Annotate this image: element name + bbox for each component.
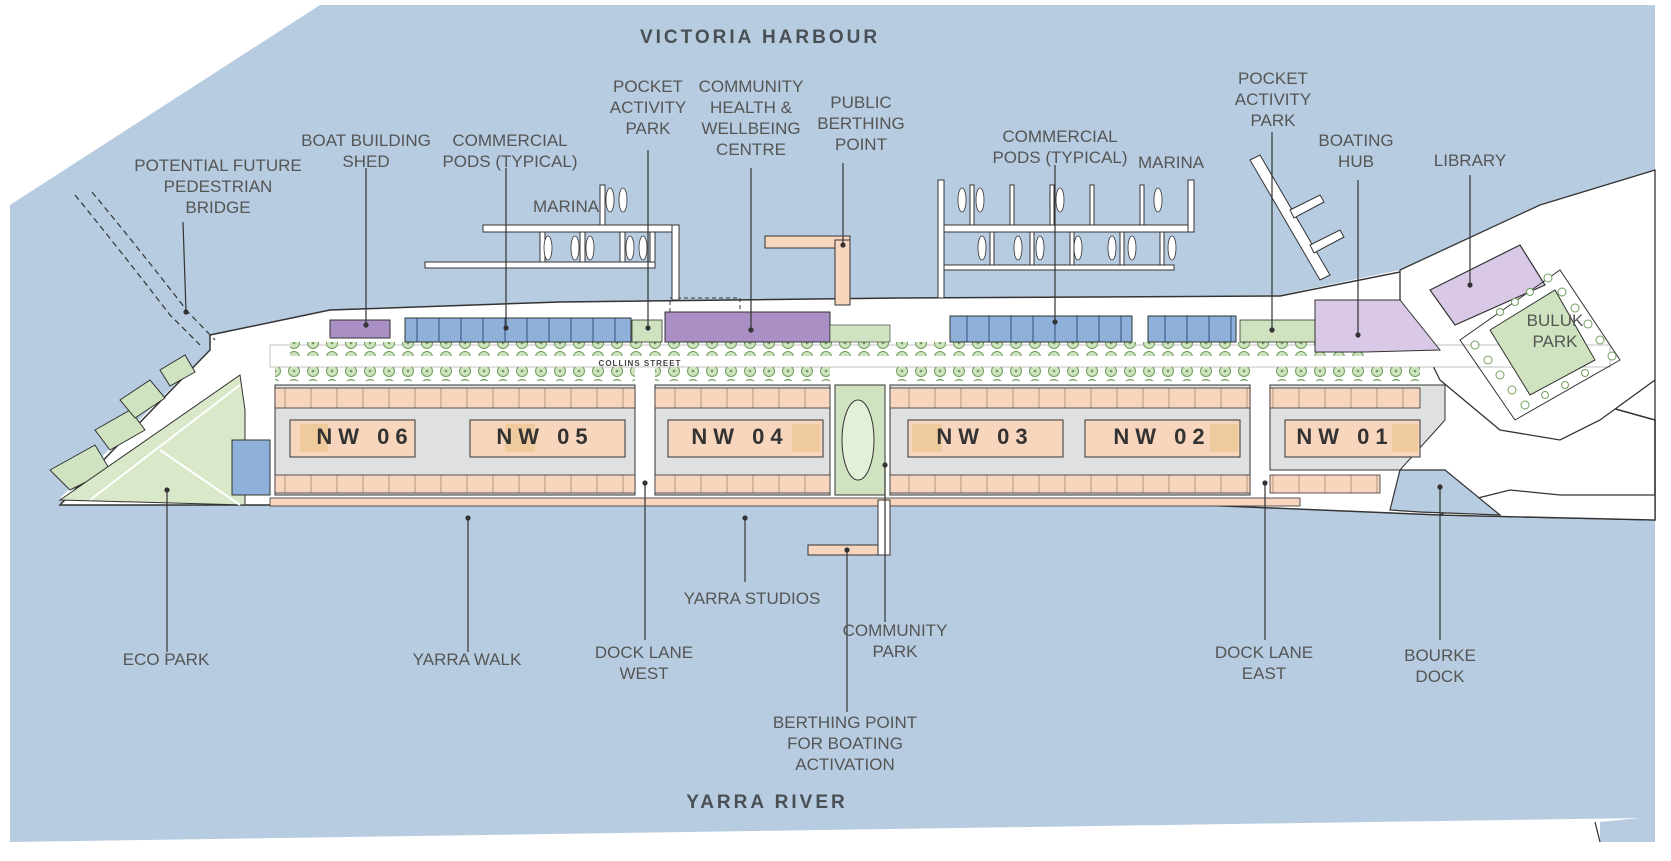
berthing-boating-label: BERTHING POINT FOR BOATING ACTIVATION bbox=[772, 713, 918, 774]
commercial-pods-east-b bbox=[1147, 315, 1237, 343]
public-berthing-ramp bbox=[834, 239, 851, 306]
health-centre-building bbox=[664, 311, 831, 343]
commercial-pods-east-label: COMMERCIAL PODS (TYPICAL) bbox=[992, 127, 1128, 167]
boating-activation-ramp bbox=[877, 499, 891, 556]
buluk-park-green bbox=[1489, 289, 1596, 396]
south-tree-row-d bbox=[1270, 367, 1420, 381]
boating-hub-label: BOATING HUB bbox=[1318, 131, 1394, 171]
south-tree-row-a bbox=[275, 367, 635, 381]
eco-park-pod bbox=[231, 439, 271, 496]
boating-hub-pier bbox=[1249, 154, 1345, 281]
community-park-label: COMMUNITY PARK bbox=[842, 621, 948, 661]
bourke-dock-water bbox=[1389, 469, 1502, 516]
yarra-river-label: YARRA RIVER bbox=[686, 792, 848, 813]
building-label-nw02: NW 02 bbox=[1113, 424, 1211, 449]
promenade-green bbox=[829, 324, 891, 343]
building-label-nw06: NW 06 bbox=[316, 424, 414, 449]
collins-street-label: COLLINS STREET bbox=[598, 359, 682, 368]
health-centre-dashed bbox=[669, 297, 741, 313]
yarra-walk-label: YARRA WALK bbox=[412, 650, 522, 669]
north-tree-row bbox=[290, 342, 1370, 356]
leader-lines bbox=[164, 132, 1473, 712]
eco-park-area bbox=[58, 374, 246, 506]
dock-lane-east-label: DOCK LANE EAST bbox=[1214, 643, 1314, 683]
building-label-nw01: NW 01 bbox=[1296, 424, 1394, 449]
buluk-park-label: BULUK PARK bbox=[1526, 311, 1584, 351]
marina-west bbox=[424, 184, 680, 301]
bourke-dock-label: BOURKE DOCK bbox=[1404, 646, 1476, 686]
marina-east-label: MARINA bbox=[1137, 153, 1205, 172]
residential-blocks bbox=[274, 384, 1446, 496]
pocket-park-east-label: POCKET ACTIVITY PARK bbox=[1234, 69, 1312, 130]
buluk-park-trees bbox=[1470, 273, 1617, 410]
yarra-walk-boardwalk bbox=[269, 497, 1301, 507]
marina-east-boats bbox=[957, 187, 1177, 261]
building-label-nw05: NW 05 bbox=[496, 424, 594, 449]
west-island-buildings bbox=[49, 354, 196, 491]
yarra-river-water bbox=[10, 498, 1655, 842]
river-edge-line bbox=[1594, 821, 1601, 843]
public-berthing-label: PUBLIC BERTHING POINT bbox=[817, 93, 905, 154]
victoria-harbour-label: VICTORIA HARBOUR bbox=[639, 27, 881, 48]
boat-building-shed-roof bbox=[329, 319, 391, 339]
eco-park-label: ECO PARK bbox=[122, 650, 210, 669]
pocket-park-east-area bbox=[1239, 319, 1316, 343]
marina-west-label: MARINA bbox=[532, 197, 600, 216]
south-tree-row-b bbox=[655, 367, 830, 381]
pocket-park-west-label: POCKET ACTIVITY PARK bbox=[609, 77, 687, 138]
future-bridge-line-2 bbox=[91, 191, 216, 341]
yarra-studios-label: YARRA STUDIOS bbox=[683, 589, 821, 608]
marina-west-boats bbox=[543, 187, 648, 261]
library-label: LIBRARY bbox=[1433, 151, 1507, 170]
library-building bbox=[1429, 244, 1546, 326]
commercial-pods-west bbox=[404, 317, 632, 343]
commercial-pods-east-a bbox=[949, 315, 1133, 343]
dock-lane-west-label: DOCK LANE WEST bbox=[594, 643, 694, 683]
boat-building-shed-label: BOAT BUILDING SHED bbox=[301, 131, 431, 171]
nw05-block bbox=[469, 419, 626, 458]
health-centre-label: COMMUNITY HEALTH & WELLBEING CENTRE bbox=[698, 77, 804, 159]
commercial-pods-west-label: COMMERCIAL PODS (TYPICAL) bbox=[442, 131, 578, 171]
building-label-nw03: NW 03 bbox=[936, 424, 1034, 449]
marina-east bbox=[937, 179, 1195, 299]
pedestrian-bridge-label: POTENTIAL FUTURE PEDESTRIAN BRIDGE bbox=[134, 156, 302, 217]
building-label-nw04: NW 04 bbox=[691, 424, 789, 449]
boating-hub-building bbox=[1314, 299, 1442, 353]
future-bridge-line bbox=[74, 194, 201, 346]
pocket-park-west-area bbox=[631, 319, 663, 343]
south-tree-row-c bbox=[890, 367, 1250, 381]
victoria-harbour-water bbox=[10, 5, 1655, 510]
